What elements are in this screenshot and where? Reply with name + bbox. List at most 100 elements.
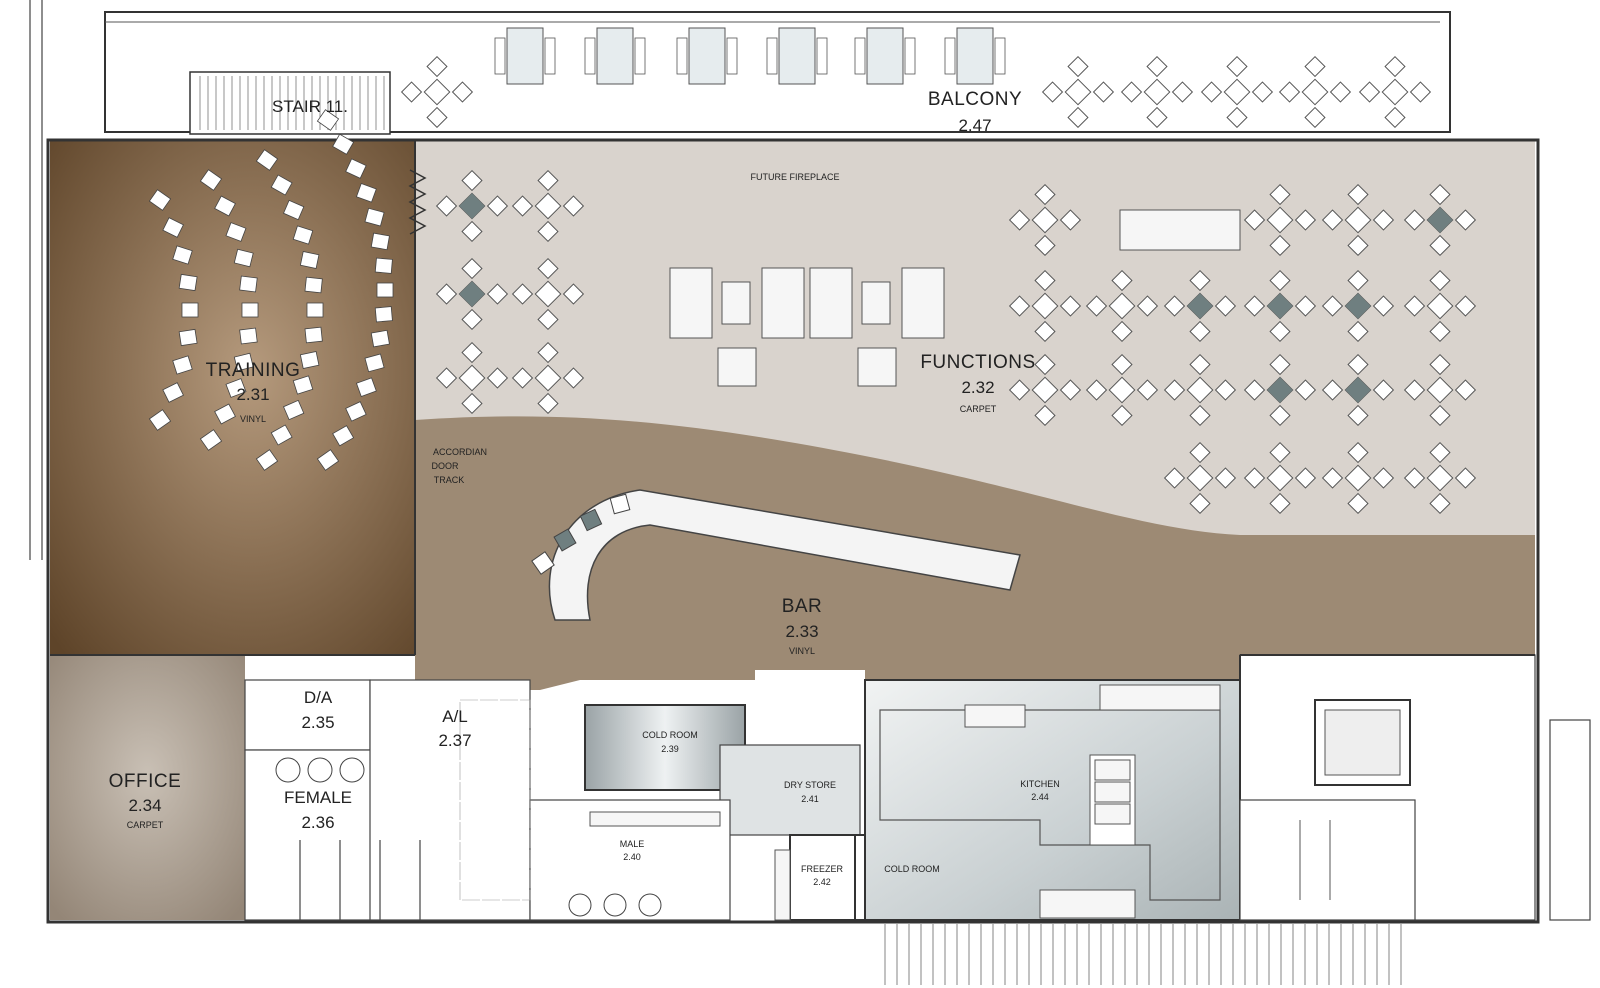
training-chair	[370, 329, 390, 348]
lift-and-stairs	[1239, 699, 1591, 921]
training-chair	[292, 375, 314, 395]
al-tile-grid	[459, 699, 531, 901]
lounge-furniture	[669, 209, 1241, 387]
training-seating	[148, 109, 394, 471]
balcony-long-table	[676, 27, 738, 85]
training-chair	[162, 217, 184, 238]
training-chair	[316, 449, 340, 471]
cold-room-1-number: 2.39	[661, 744, 679, 754]
accordian-label-2: DOOR	[432, 461, 460, 471]
fireplace-label: FUTURE FIREPLACE	[750, 172, 839, 182]
training-chair	[376, 282, 394, 298]
functions-table	[1244, 354, 1316, 426]
training-chair	[304, 276, 323, 294]
functions-number: 2.32	[961, 378, 994, 397]
training-chair	[316, 109, 340, 131]
training-chair	[355, 183, 377, 203]
functions-table	[1164, 270, 1236, 342]
training-chair	[255, 449, 279, 471]
functions-tables	[436, 170, 1476, 514]
training-chair	[306, 302, 324, 318]
office-floor	[50, 655, 245, 920]
kitchen-number: 2.44	[1031, 792, 1049, 802]
training-chair	[255, 149, 279, 171]
training-chair	[332, 133, 355, 155]
training-chair	[283, 199, 305, 221]
female-name: FEMALE	[284, 788, 352, 807]
training-chair	[364, 207, 385, 227]
da-name: D/A	[304, 688, 333, 707]
training-chair	[199, 169, 223, 191]
stair-label: STAIR 11.	[272, 97, 348, 116]
training-chair	[374, 306, 393, 323]
functions-finish: CARPET	[960, 404, 997, 414]
kitchen-fittings	[879, 684, 1221, 919]
functions-table	[436, 258, 508, 330]
office-finish: CARPET	[127, 820, 164, 830]
training-chair	[225, 222, 247, 242]
freezer-number: 2.42	[813, 877, 831, 887]
training-chair	[374, 257, 393, 274]
training-chair	[292, 225, 314, 245]
al-name: A/L	[442, 707, 468, 726]
training-number: 2.31	[236, 385, 269, 404]
functions-table	[1322, 354, 1394, 426]
balcony-long-table	[944, 27, 1006, 85]
training-chair	[355, 377, 377, 397]
balcony-tables	[401, 27, 1431, 128]
balcony-long-table	[584, 27, 646, 85]
dry-store-number: 2.41	[801, 794, 819, 804]
freezer-name: FREEZER	[801, 864, 844, 874]
balcony-long-table	[766, 27, 828, 85]
balcony-long-table	[854, 27, 916, 85]
training-name: TRAINING	[206, 360, 301, 381]
functions-table	[1244, 270, 1316, 342]
training-chair	[345, 158, 367, 179]
male-wc-fixtures	[568, 811, 791, 921]
training-chair	[364, 353, 385, 373]
training-chair	[225, 378, 247, 398]
training-chair	[172, 245, 193, 265]
kitchen-name: KITCHEN	[1020, 779, 1060, 789]
training-chair	[304, 326, 323, 344]
training-chair	[199, 429, 223, 451]
balcony-name: BALCONY	[928, 89, 1022, 110]
training-chair	[178, 273, 198, 292]
bar-name: BAR	[782, 596, 823, 617]
training-chair	[148, 189, 172, 211]
female-wc-fixtures	[275, 757, 421, 920]
training-chair	[214, 403, 236, 425]
cold-room-1-name: COLD ROOM	[642, 730, 698, 740]
training-chair	[370, 232, 390, 251]
training-chair	[270, 424, 293, 446]
office-number: 2.34	[128, 796, 161, 815]
accordion-door-track	[408, 169, 427, 235]
walls	[29, 0, 1540, 924]
training-chair	[239, 275, 258, 293]
training-chair	[233, 248, 254, 268]
training-chair	[332, 425, 355, 447]
al-number: 2.37	[438, 731, 471, 750]
functions-table	[436, 170, 508, 242]
functions-name: FUNCTIONS	[920, 352, 1035, 373]
stair-11	[189, 71, 391, 135]
training-chair	[233, 352, 254, 372]
balcony-number: 2.47	[958, 116, 991, 135]
training-chair	[299, 351, 320, 369]
accordian-label-3: TRACK	[434, 475, 465, 485]
male-number: 2.40	[623, 852, 641, 862]
training-chair	[299, 251, 320, 269]
bar-finish: VINYL	[789, 646, 815, 656]
accordian-label-1: ACCORDIAN	[433, 447, 487, 457]
female-number: 2.36	[301, 813, 334, 832]
training-chair	[345, 401, 367, 422]
bar-counter	[548, 489, 1021, 621]
training-chair	[270, 174, 293, 196]
da-number: 2.35	[301, 713, 334, 732]
training-chair	[148, 409, 172, 431]
functions-table	[1322, 270, 1394, 342]
training-chair	[181, 302, 199, 318]
training-floor	[50, 140, 415, 655]
dry-store-name: DRY STORE	[784, 780, 836, 790]
